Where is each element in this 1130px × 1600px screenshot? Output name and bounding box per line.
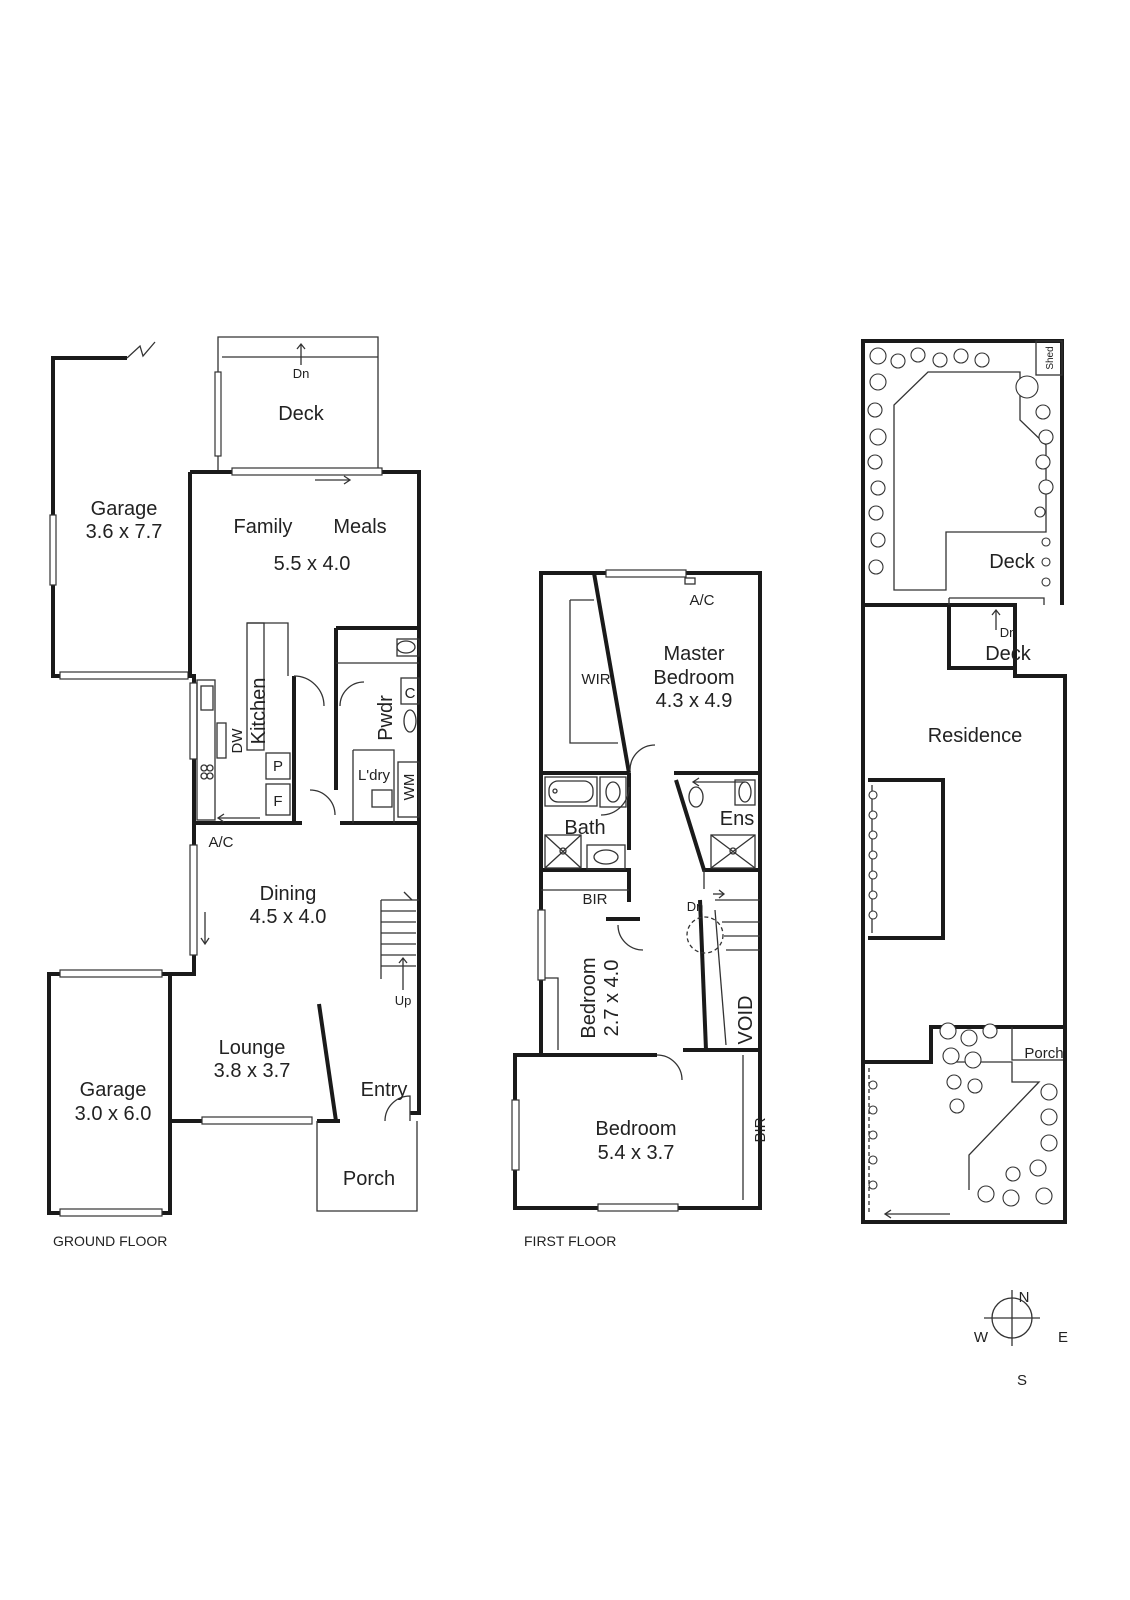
gf-front-garage-size: 3.0 x 6.0 [75,1103,152,1125]
gf-rear-garage-label: Garage [91,498,158,520]
site-shed-label: Shed [1045,346,1056,369]
gf-fridge-label: F [273,793,282,810]
gf-ldry-label: L'dry [358,767,391,784]
gf-c-label: C [405,685,416,702]
gf-family-size: 5.5 x 4.0 [274,553,351,575]
site-residence-label: Residence [928,725,1023,747]
gf-family-label: Family [234,516,293,538]
entry-walls [317,1003,411,1122]
garden-trees [867,347,1058,1207]
ff-master-label: Master [663,643,724,665]
gf-lounge-size: 3.8 x 3.7 [214,1060,291,1082]
compass-n-label: N [1019,1289,1030,1306]
gf-rear-garage-size: 3.6 x 7.7 [86,521,163,543]
first-outline-walls [511,569,762,1212]
site-deck-label: Deck [989,551,1036,573]
ff-bedroom2-size: 2.7 x 4.0 [601,960,623,1037]
gf-dw-label: DW [229,728,246,754]
ff-ens-label: Ens [720,808,754,830]
compass-rose [984,1290,1040,1346]
ground-stairs [380,891,419,990]
gf-meals-label: Meals [333,516,386,538]
gf-deck-dn-label: Dn [293,366,310,381]
first-floor-plan [511,569,762,1212]
ff-bedroom3-label: Bedroom [595,1118,676,1140]
site-boundary-walls [861,339,1064,605]
ground-service-walls [196,622,420,825]
compass-s-label: S [1017,1372,1027,1389]
ff-bir-label: BIR [582,891,607,908]
residence-walls [861,598,1067,1224]
gf-kitchen-label: Kitchen [248,678,270,745]
gf-wm-label: WM [401,774,418,801]
ff-master-size: 4.3 x 4.9 [656,690,733,712]
gf-pwdr-label: Pwdr [375,695,397,741]
gf-pantry-label: P [273,758,283,775]
gf-up-label: Up [395,993,412,1008]
gf-entry-label: Entry [361,1079,408,1101]
site-porch-label: Porch [1024,1045,1063,1062]
gf-deck-label: Deck [278,403,325,425]
ff-master-label-2: Bedroom [653,667,734,689]
ff-bath-label: Bath [564,817,605,839]
site-plan [861,339,1067,1224]
gf-ac-label: A/C [208,834,233,851]
compass-e-label: E [1058,1329,1068,1346]
ff-void-label: VOID [735,996,757,1045]
gf-lounge-label: Lounge [219,1037,286,1059]
gf-porch-label: Porch [343,1168,395,1190]
gf-dining-label: Dining [260,883,317,905]
ground-floor-plan [47,336,421,1217]
site-dn-label: Dn [1000,625,1017,640]
ff-dn-label: Dn [687,899,704,914]
first-interior-walls [541,572,760,1200]
first-floor-caption: FIRST FLOOR [524,1233,616,1249]
ff-ac-label: A/C [689,592,714,609]
site-deck2-label: Deck [985,643,1032,665]
ff-bedroom2-label: Bedroom [578,957,600,1038]
first-fixtures [544,776,756,870]
compass-w-label: W [974,1329,989,1346]
gf-dining-size: 4.5 x 4.0 [250,906,327,928]
ff-wir-label: WIR [581,671,610,688]
gf-front-garage-label: Garage [80,1079,147,1101]
ff-bedroom3-size: 5.4 x 3.7 [598,1142,675,1164]
ground-floor-caption: GROUND FLOOR [53,1233,167,1249]
deck-outline [214,336,379,472]
ff-bir2-label: BIR [752,1117,769,1142]
